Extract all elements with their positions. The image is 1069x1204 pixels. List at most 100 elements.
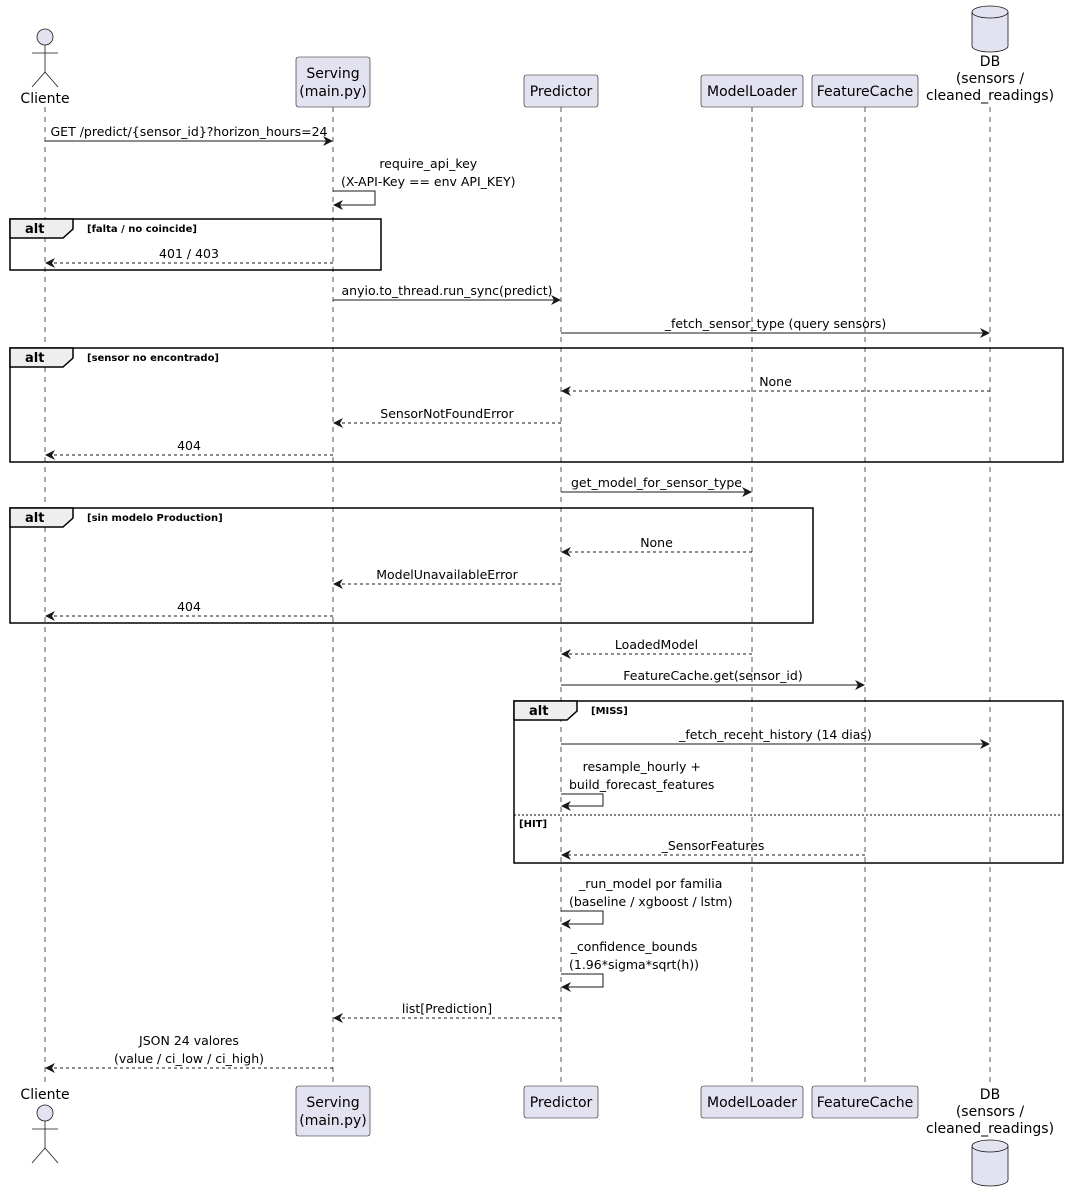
participant-label: Serving	[306, 66, 359, 82]
participant-label: (main.py)	[299, 1113, 367, 1129]
fragment-operator: alt	[529, 704, 548, 719]
message-10: ModelUnavailableError	[333, 567, 561, 589]
participant-label: cleaned_readings)	[926, 88, 1054, 104]
message-2: 401 / 403	[45, 246, 333, 268]
participant-label: DB	[980, 54, 1000, 70]
alt-fragment: alt[MISS][HIT]	[513, 700, 1064, 864]
participant-label: (sensors /	[956, 1104, 1025, 1120]
message-label: 401 / 403	[159, 246, 219, 261]
participant-label: (sensors /	[956, 71, 1025, 87]
message-12: LoadedModel	[561, 637, 752, 659]
message-6: SensorNotFoundError	[333, 406, 561, 428]
message-label: _confidence_bounds	[570, 939, 698, 954]
participant-label: Predictor	[530, 84, 593, 100]
message-5: None	[561, 374, 990, 396]
participant-featurecache-top: FeatureCache	[811, 74, 919, 108]
participant-db-bottom: DB(sensors /cleaned_readings)	[926, 1087, 1054, 1187]
message-label: FeatureCache.get(sensor_id)	[623, 668, 802, 683]
message-label: require_api_key	[379, 156, 477, 171]
message-label: list[Prediction]	[402, 1001, 492, 1016]
participant-box	[295, 56, 371, 108]
message-label: None	[640, 535, 673, 550]
message-1: require_api_key (X-API-Key == env API_KEY…	[333, 156, 516, 210]
message-label: ModelUnavailableError	[376, 567, 518, 582]
fragment-operator: alt	[25, 511, 44, 526]
message-label: _run_model por familia	[578, 876, 722, 891]
message-14: _fetch_recent_history (14 dias)	[561, 727, 990, 749]
message-7: 404	[45, 438, 333, 460]
message-label: (value / ci_low / ci_high)	[114, 1051, 264, 1066]
message-20: JSON 24 valores (value / ci_low / ci_high…	[45, 1033, 333, 1073]
message-label: LoadedModel	[615, 637, 698, 652]
message-label: (X-API-Key == env API_KEY)	[341, 174, 516, 189]
message-label: None	[759, 374, 792, 389]
message-label: (baseline / xgboost / lstm)	[569, 894, 732, 909]
message-label: GET /predict/{sensor_id}?horizon_hours=2…	[51, 124, 328, 139]
fragment-guard: [sensor no encontrado]	[87, 353, 219, 364]
message-label: get_model_for_sensor_type	[571, 475, 742, 490]
fragment-operator: alt	[25, 351, 44, 366]
message-13: FeatureCache.get(sensor_id)	[561, 668, 865, 690]
message-label: anyio.to_thread.run_sync(predict)	[342, 283, 553, 298]
alt-fragment: alt [sensor no encontrado]	[9, 347, 1064, 463]
participant-box	[523, 1085, 599, 1119]
participant-box	[811, 74, 919, 108]
participant-label: Serving	[306, 1095, 359, 1111]
message-label: 404	[177, 599, 201, 614]
message-label: build_forecast_features	[569, 777, 714, 792]
message-4: _fetch_sensor_type (query sensors)	[561, 316, 990, 338]
database-icon	[971, 1139, 1009, 1187]
participant-featurecache-bottom: FeatureCache	[811, 1085, 919, 1119]
message-label: SensorNotFoundError	[380, 406, 514, 421]
fragment-tab	[513, 700, 578, 721]
message-label: 404	[177, 438, 201, 453]
participant-label: FeatureCache	[817, 84, 913, 100]
fragment-tab	[9, 507, 74, 528]
participant-cliente-top: Cliente	[20, 28, 70, 107]
participant-predictor-top: Predictor	[523, 74, 599, 108]
participant-label: FeatureCache	[817, 1095, 913, 1111]
database-icon	[971, 5, 1009, 53]
message-arrow	[561, 973, 604, 992]
message-3: anyio.to_thread.run_sync(predict)	[333, 283, 561, 305]
message-11: 404	[45, 599, 333, 621]
participant-label: (main.py)	[299, 84, 367, 100]
message-label: _fetch_sensor_type (query sensors)	[664, 316, 887, 331]
actor-icon	[31, 28, 59, 88]
participant-modelloader-bottom: ModelLoader	[700, 1085, 804, 1119]
fragment-frame	[9, 507, 814, 624]
fragment-tab	[9, 218, 74, 239]
message-15: resample_hourly +build_forecast_features	[561, 759, 714, 811]
message-label: _SensorFeatures	[661, 838, 765, 853]
message-16: _SensorFeatures	[561, 838, 865, 860]
message-9: None	[561, 535, 752, 557]
participant-label: Cliente	[20, 1087, 69, 1103]
fragment-operator: alt	[25, 222, 44, 237]
participant-label: cleaned_readings)	[926, 1121, 1054, 1137]
participant-box	[295, 1085, 371, 1137]
participant-label: ModelLoader	[707, 84, 797, 100]
participant-label: DB	[980, 1087, 1000, 1103]
fragment-guard: [falta / no coincide]	[87, 224, 197, 235]
message-label: JSON 24 valores	[138, 1033, 239, 1048]
fragment-frame	[9, 218, 382, 271]
message-8: get_model_for_sensor_type	[561, 475, 752, 497]
actor-icon	[31, 1104, 59, 1164]
participant-box	[811, 1085, 919, 1119]
fragment-frame	[9, 347, 1064, 463]
alt-fragment: alt [falta / no coincide]	[9, 218, 382, 271]
fragment-guard: [MISS]	[591, 706, 628, 717]
participant-box	[523, 74, 599, 108]
participant-label: ModelLoader	[707, 1095, 797, 1111]
message-arrow	[561, 793, 604, 811]
fragment-guard: [sin modelo Production]	[87, 513, 223, 524]
message-17: _run_model por familia (baseline / xgboos…	[561, 876, 732, 929]
message-18: _confidence_bounds(1.96*sigma*sqrt(h))	[561, 939, 699, 992]
participant-label: Predictor	[530, 1095, 593, 1111]
participant-serving-top: Serving (main.py)	[295, 56, 371, 108]
message-arrow	[333, 190, 376, 210]
alt-fragment: alt [sin modelo Production]	[9, 507, 814, 624]
fragment-frame	[513, 700, 1064, 864]
participant-box	[700, 74, 804, 108]
